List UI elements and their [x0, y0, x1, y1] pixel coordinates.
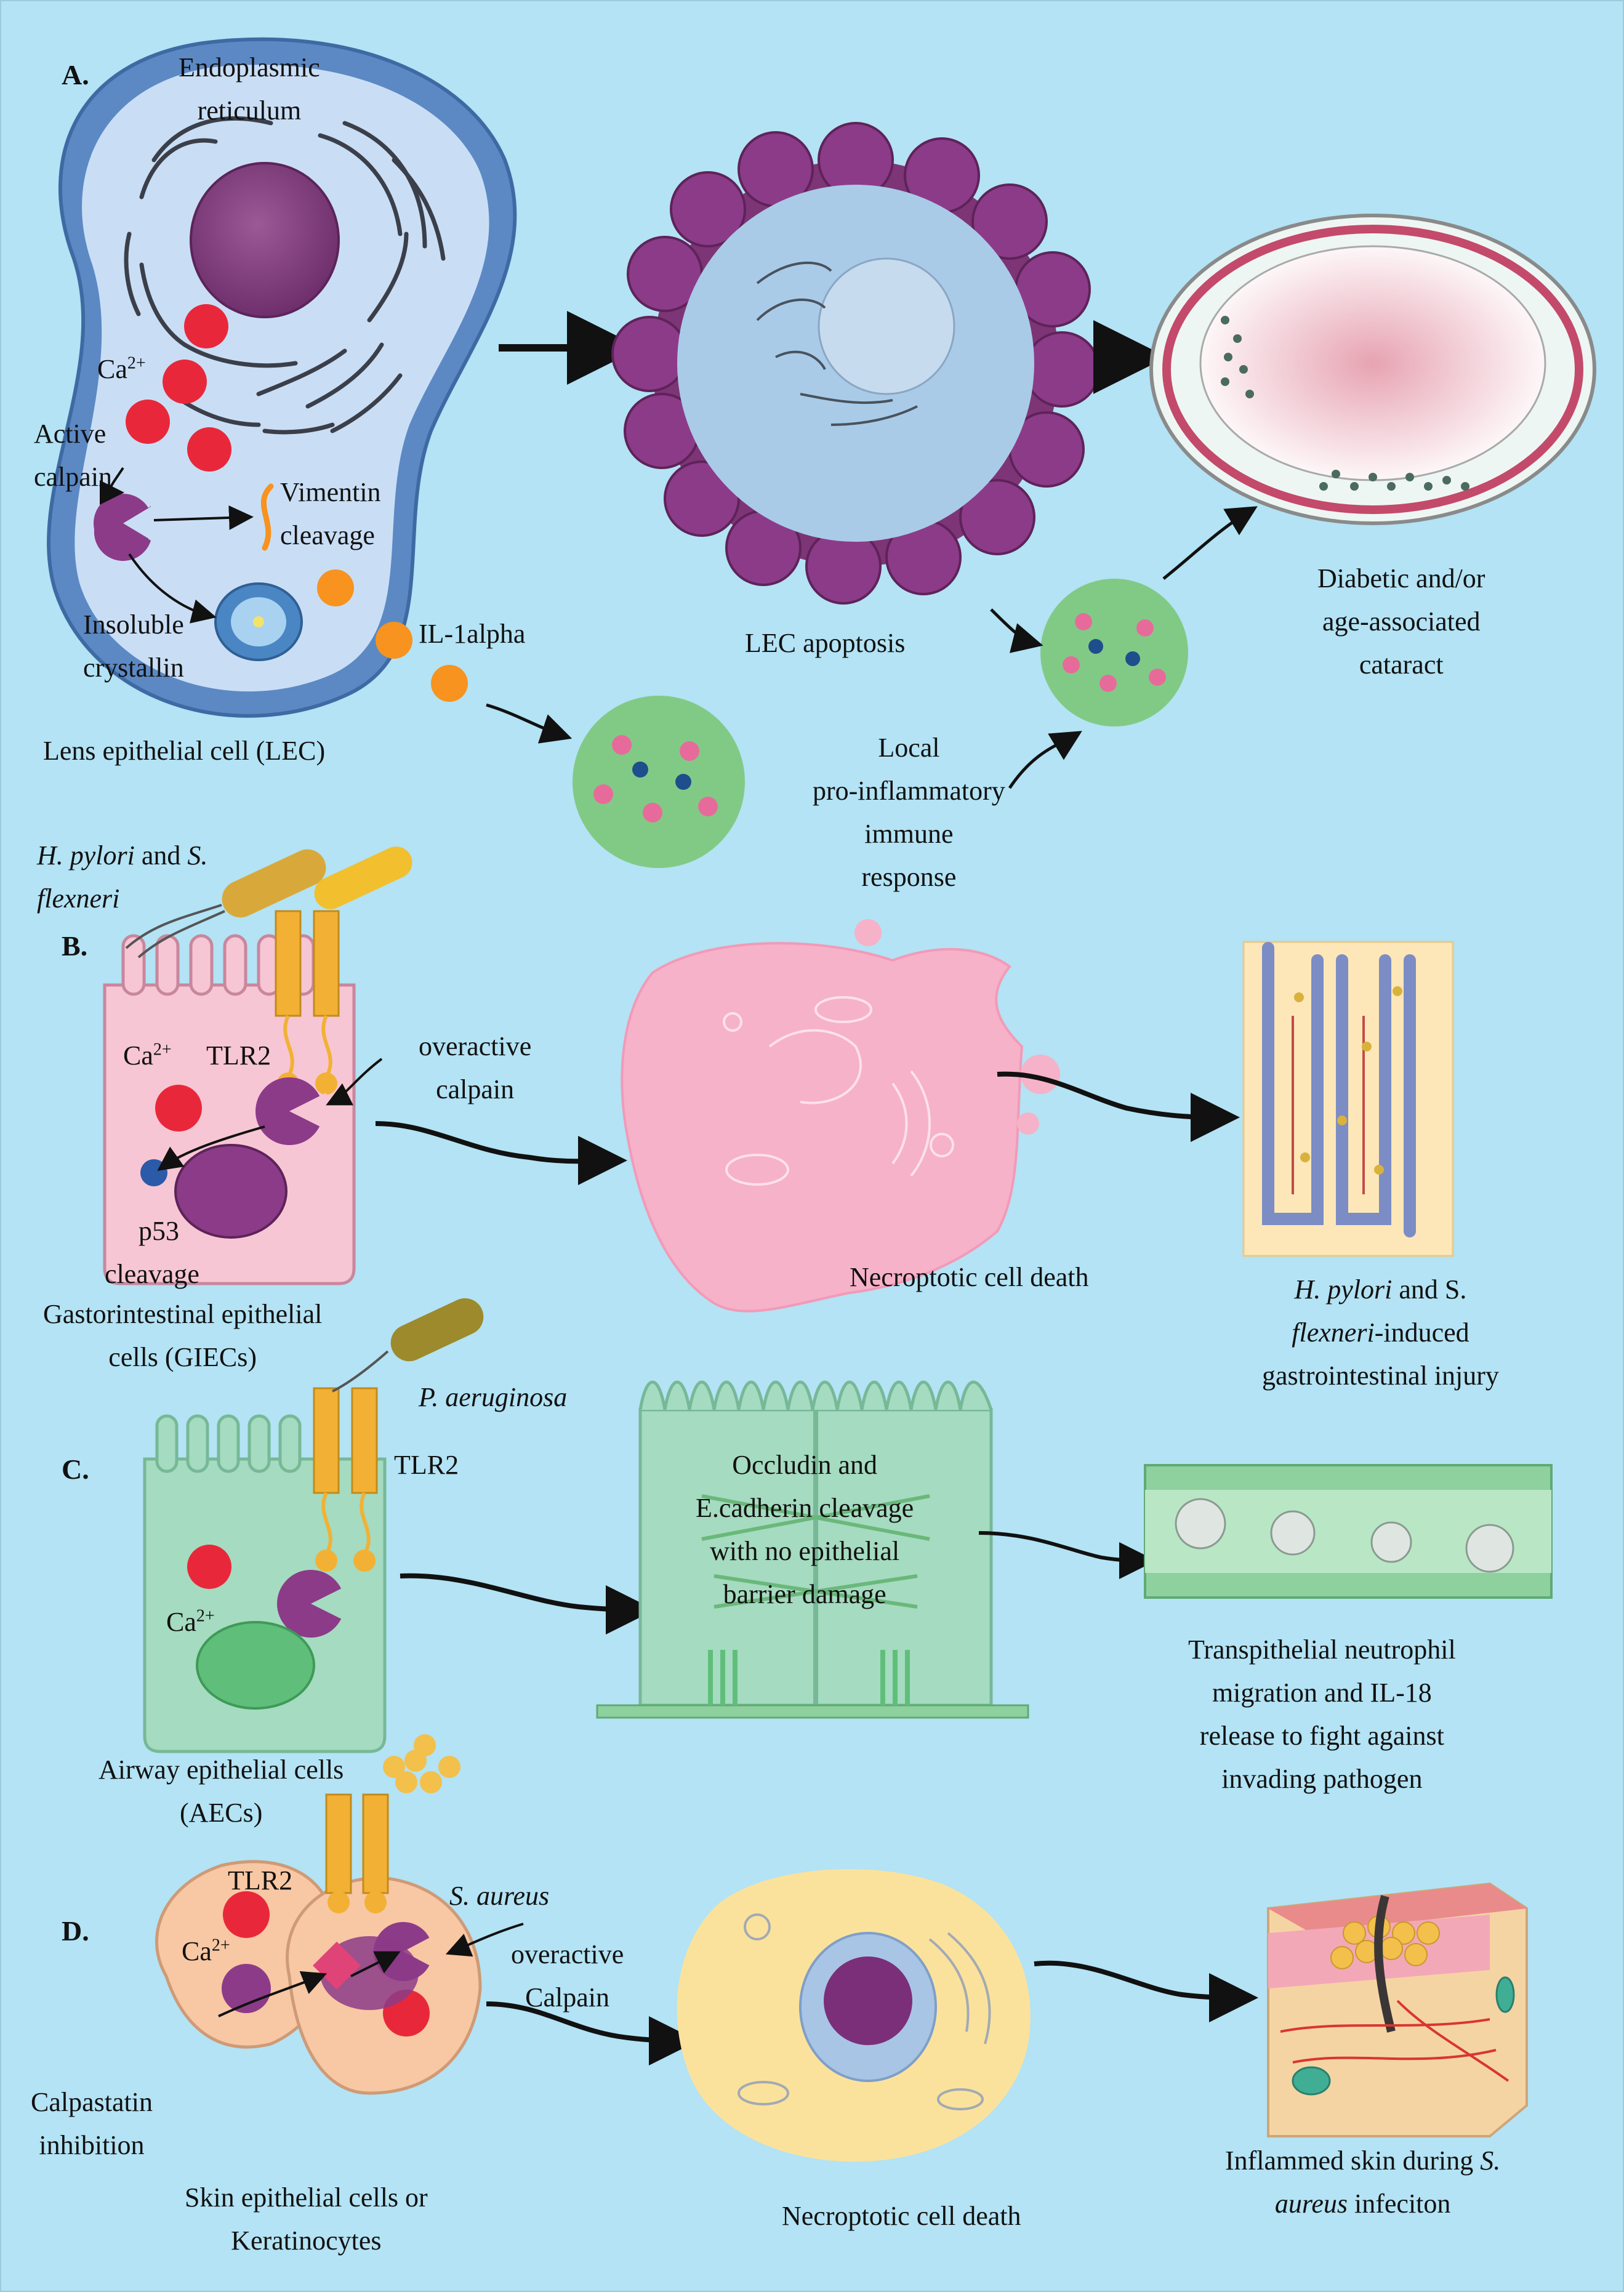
label-tlr2-d: TLR2 — [228, 1865, 293, 1896]
label-ca-d: Ca2+ — [182, 1936, 230, 1966]
label-tlr2-c: TLR2 — [394, 1450, 459, 1480]
label-necroptotic-d: Necroptotic cell death — [782, 2201, 1021, 2231]
label-tlr2-b: TLR2 — [206, 1040, 271, 1071]
label-lec: Lens epithelial cell (LEC) — [43, 736, 326, 766]
tight-junction-illustration — [596, 1380, 1029, 1719]
gastrointestinal-tissue-illustration — [1242, 941, 1454, 1257]
keratinocyte-cells-illustration — [155, 1734, 524, 2095]
label-aec: Airway epithelial cells(AECs) — [98, 1755, 344, 1828]
label-necroptotic-b: Necroptotic cell death — [850, 1262, 1089, 1292]
necroptotic-cell-illustration — [621, 919, 1060, 1313]
panel-label-b: B. — [62, 930, 88, 962]
panel-label-d: D. — [62, 1915, 89, 1947]
label-ca-b: Ca2+ — [123, 1040, 172, 1071]
label-il1alpha: IL-1alpha — [419, 619, 526, 649]
cataract-lens-illustration — [1149, 214, 1596, 525]
immune-cluster-illustration — [573, 579, 1188, 868]
label-s-aureus: S. aureus — [449, 1881, 550, 1911]
label-ca-c: Ca2+ — [166, 1606, 215, 1637]
label-b-bacteria: H. pylori and S. flexneri — [37, 840, 208, 914]
label-inflamed-skin: Inflammed skin during S. aureus infecito… — [1225, 2145, 1501, 2219]
necroptotic-keratinocyte-illustration — [677, 1869, 1031, 2162]
neutrophil-migration-illustration — [1144, 1464, 1553, 1599]
lec-apoptosis-illustration — [611, 122, 1100, 605]
panel-label-a: A. — [62, 59, 89, 90]
lens-epithelial-cell-illustration — [46, 37, 517, 718]
inflamed-skin-illustration — [1267, 1882, 1528, 2137]
airway-epithelial-cell-illustration — [143, 1298, 484, 1753]
gastrointestinal-cell-illustration — [103, 846, 412, 1285]
label-lec-apoptosis: LEC apoptosis — [745, 628, 906, 658]
label-ca-a: Ca2+ — [97, 353, 146, 384]
label-p-aeruginosa: P. aeruginosa — [419, 1382, 568, 1412]
panel-label-c: C. — [62, 1454, 89, 1485]
label-gi-injury: H. pylori and S. flexneri-induced gastro… — [1262, 1274, 1499, 1391]
